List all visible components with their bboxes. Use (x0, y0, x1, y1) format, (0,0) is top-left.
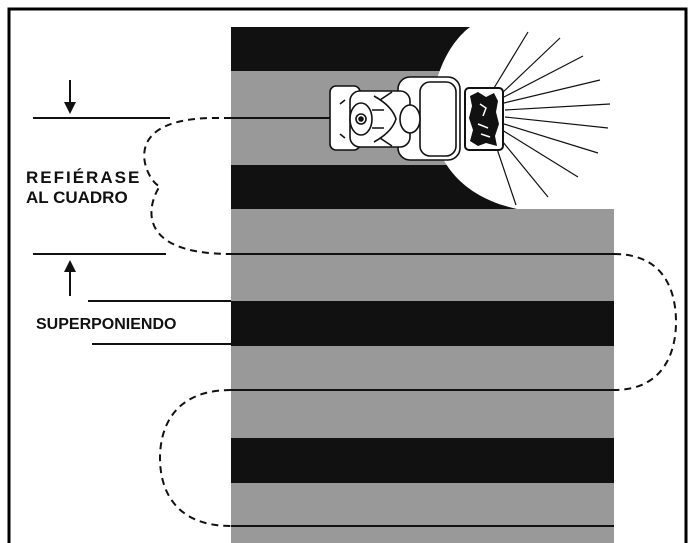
arrow-down-icon (64, 102, 76, 114)
riding-mower-icon (329, 76, 461, 161)
stripe-light-3 (231, 346, 614, 438)
discharge-chute-icon (464, 87, 504, 151)
refer-label-line2: AL CUADRO (26, 188, 128, 207)
turn-path-right (613, 253, 678, 391)
stripe-dark-4 (231, 438, 614, 483)
overlap-label: SUPERPONIENDO (36, 316, 176, 333)
turn-paths (143, 117, 678, 527)
stripe-light-4 (231, 483, 614, 543)
pass-lines (231, 117, 614, 527)
refer-label-line1: REFIÉRASE (26, 168, 141, 187)
stripe-dark-3 (231, 301, 614, 346)
arrow-up-icon (64, 260, 76, 272)
dimension-markers (33, 80, 231, 345)
turn-path-left-bottom (158, 389, 232, 527)
